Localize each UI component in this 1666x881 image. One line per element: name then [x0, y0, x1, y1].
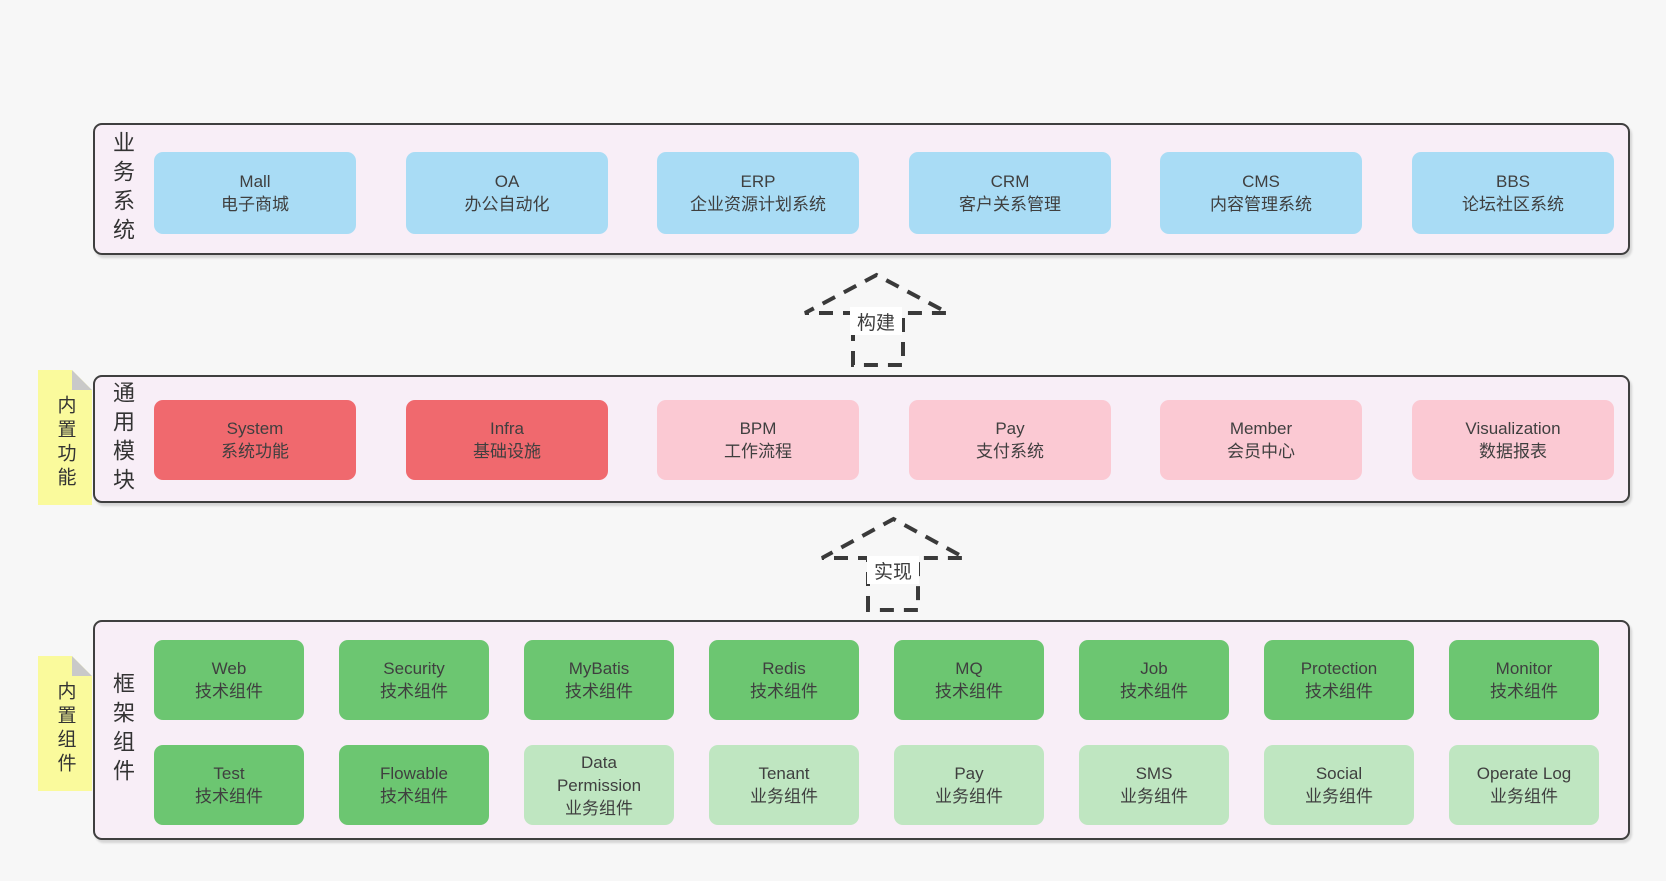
box-tenant: Tenant 业务组件 [709, 745, 859, 825]
builtin-features-sticky-note: 内置功能 [38, 370, 92, 505]
box-operate-log: Operate Log 业务组件 [1449, 745, 1599, 825]
box-protection: Protection 技术组件 [1264, 640, 1414, 720]
sticky-note-label: 内置组件 [54, 680, 76, 777]
box-oa: OA 办公自动化 [406, 152, 608, 234]
folded-corner-icon [72, 370, 92, 390]
common-modules-layer: 通用模块 System 系统功能 Infra 基础设施 BPM 工作流程 Pay… [93, 375, 1630, 503]
box-data-permission: Data Permission 业务组件 [524, 745, 674, 825]
framework-components-layer: 框架组件 Web 技术组件 Security 技术组件 MyBatis 技术组件… [93, 620, 1630, 840]
box-flowable: Flowable 技术组件 [339, 745, 489, 825]
box-job: Job 技术组件 [1079, 640, 1229, 720]
box-mall: Mall 电子商城 [154, 152, 356, 234]
layer-label: 业务系统 [110, 131, 135, 247]
box-monitor: Monitor 技术组件 [1449, 640, 1599, 720]
dashed-up-arrow-icon [821, 516, 966, 612]
box-pay-component: Pay 业务组件 [894, 745, 1044, 825]
folded-corner-icon [72, 656, 92, 676]
box-pay-system: Pay 支付系统 [909, 400, 1111, 480]
sticky-note-label: 内置功能 [54, 394, 76, 491]
box-system: System 系统功能 [154, 400, 356, 480]
box-test: Test 技术组件 [154, 745, 304, 825]
layer-label: 框架组件 [110, 672, 135, 788]
business-systems-layer: 业务系统 Mall 电子商城 OA 办公自动化 ERP 企业资源计划系统 CRM… [93, 123, 1630, 255]
box-redis: Redis 技术组件 [709, 640, 859, 720]
implement-arrow-label: 实现 [867, 556, 919, 584]
box-mybatis: MyBatis 技术组件 [524, 640, 674, 720]
box-web: Web 技术组件 [154, 640, 304, 720]
box-visualization: Visualization 数据报表 [1412, 400, 1614, 480]
box-cms: CMS 内容管理系统 [1160, 152, 1362, 234]
box-bpm: BPM 工作流程 [657, 400, 859, 480]
box-mq: MQ 技术组件 [894, 640, 1044, 720]
box-security: Security 技术组件 [339, 640, 489, 720]
dashed-up-arrow-icon [804, 272, 949, 367]
box-sms: SMS 业务组件 [1079, 745, 1229, 825]
box-social: Social 业务组件 [1264, 745, 1414, 825]
box-member: Member 会员中心 [1160, 400, 1362, 480]
box-infra: Infra 基础设施 [406, 400, 608, 480]
box-crm: CRM 客户关系管理 [909, 152, 1111, 234]
box-bbs: BBS 论坛社区系统 [1412, 152, 1614, 234]
build-arrow-label: 构建 [850, 307, 902, 335]
layer-label: 通用模块 [110, 381, 135, 497]
box-erp: ERP 企业资源计划系统 [657, 152, 859, 234]
builtin-components-sticky-note: 内置组件 [38, 656, 92, 791]
